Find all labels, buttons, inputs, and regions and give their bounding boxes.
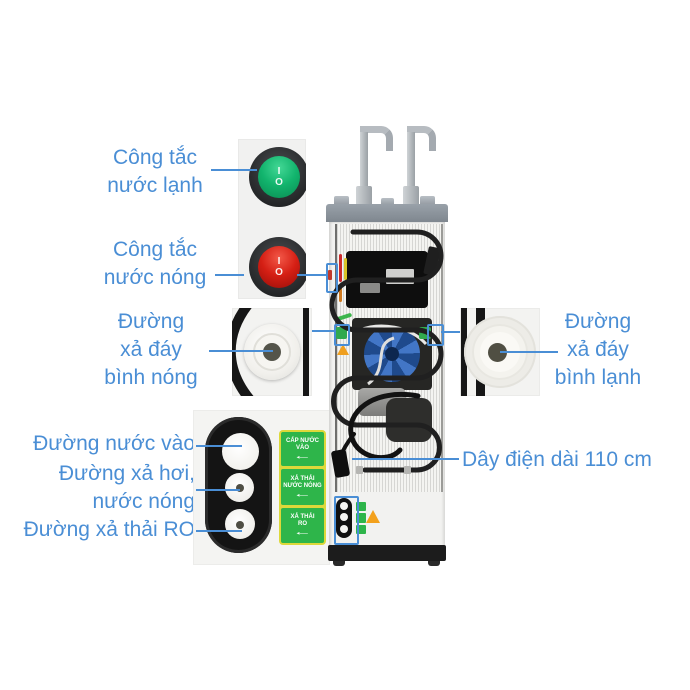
pipe-base-nut <box>403 186 419 208</box>
black-hose-icon <box>232 308 254 396</box>
drain-hole <box>488 343 507 362</box>
yellow-wire <box>344 258 347 280</box>
panel-edge-strip <box>303 308 309 396</box>
mount-screw <box>356 466 363 474</box>
dispenser-base <box>328 545 446 561</box>
callout-line-steam-drain <box>196 489 240 491</box>
sticker-ro-waste: XẢ THẢI RO ← <box>281 508 324 543</box>
label-cold-tank-drain-line3: bình lạnh <box>554 366 642 389</box>
label-water-inlet: Đường nước vào <box>33 432 195 455</box>
hot-water-switch: I O <box>249 237 306 297</box>
label-cold-switch: Công tắc nước lạnh <box>92 144 218 200</box>
mini-sticker <box>356 502 366 511</box>
water-inlet-port <box>222 433 259 470</box>
label-hot-tank-drain-line3: bình nóng <box>104 366 198 389</box>
orange-wire <box>339 286 342 302</box>
switch-on-mark: I <box>277 256 281 267</box>
callout-line-power-cord <box>352 458 459 460</box>
sticker-text: RO <box>298 521 307 527</box>
sticker-text: XẢ THẢI <box>290 475 315 482</box>
ro-waste-hole <box>236 521 244 529</box>
sticker-text: XẢ THẢI <box>290 514 315 520</box>
tank-cap <box>381 198 394 208</box>
hot-switch-rocker: I O <box>258 246 300 288</box>
highlight-rect-connection-plate <box>334 496 359 545</box>
dispenser-top-band <box>326 204 448 222</box>
label-steam-drain: Đường xả hơi, nước nóng <box>0 460 195 516</box>
sticker-text: VÀO <box>295 444 309 451</box>
hot-tank-drain-photo <box>232 308 312 396</box>
label-cold-switch-line2: nước lạnh <box>107 174 203 197</box>
label-hot-switch: Công tắc nước nóng <box>92 236 218 292</box>
switch-off-mark: O <box>275 267 283 278</box>
label-steam-drain-line1: Đường xả hơi, <box>58 462 195 485</box>
label-power-cord: Dây điện dài 110 cm <box>462 448 652 471</box>
label-hot-switch-line2: nước nóng <box>103 266 207 289</box>
label-ro-waste: Đường xả thải RO <box>23 518 195 541</box>
switch-panel-photo: I O I O <box>238 139 306 299</box>
switch-on-mark: I <box>277 166 281 177</box>
highlight-rect-hot-switch <box>326 263 338 293</box>
warning-triangle-icon <box>366 510 380 523</box>
cold-switch-rocker: I O <box>258 156 300 198</box>
rear-label-sticker-block: CẤP NƯỚC VÀO ← XẢ THẢI NƯỚC NÓNG ← XẢ TH… <box>279 430 326 545</box>
red-wire <box>339 254 342 282</box>
callout-line-water-inlet <box>196 445 242 447</box>
callout-line-hot-switch-right <box>297 274 328 276</box>
left-arrow-icon: ← <box>293 449 312 462</box>
cold-faucet-pipe-hook <box>407 126 436 151</box>
callout-line-cold-tank-drain <box>500 351 558 353</box>
callout-line-cold-tank-to-body <box>441 331 460 333</box>
power-cord <box>338 392 421 461</box>
condenser-coil <box>329 229 444 473</box>
switch-off-mark: O <box>275 177 283 188</box>
steam-drain-hole <box>236 484 244 492</box>
body-hot-switch <box>328 270 332 280</box>
label-steam-drain-line2: nước nóng <box>92 490 195 513</box>
hot-tank-drain-fitting <box>336 327 347 339</box>
drain-hole <box>263 343 281 361</box>
highlight-rect-hot-tank-fitting <box>334 324 350 346</box>
label-cold-tank-drain-line2: xả đáy <box>567 338 629 361</box>
mini-sticker <box>356 513 366 523</box>
pipe-base-nut <box>356 186 372 208</box>
label-cold-tank-drain-line1: Đường <box>564 310 632 333</box>
label-cold-switch-line1: Công tắc <box>112 146 198 169</box>
sticker-text: CẤP NƯỚC <box>286 437 319 444</box>
left-arrow-icon: ← <box>293 526 312 538</box>
mini-sticker <box>356 525 366 534</box>
label-hot-tank-drain-line2: xả đáy <box>120 338 182 361</box>
foot <box>428 561 440 566</box>
hot-faucet-pipe-hook <box>360 126 393 151</box>
fan-hub <box>385 347 399 361</box>
cold-faucet-pipe <box>407 132 415 190</box>
callout-line-cold-switch <box>211 169 257 171</box>
sticker-water-inlet: CẤP NƯỚC VÀO ← <box>281 432 324 466</box>
sticker-text: NƯỚC NÓNG <box>283 482 322 489</box>
connection-plate-photo: CẤP NƯỚC VÀO ← XẢ THẢI NƯỚC NÓNG ← XẢ TH… <box>193 410 330 565</box>
body-port <box>340 502 348 510</box>
callout-line-hot-tank-to-body <box>312 330 336 332</box>
body-port <box>340 513 348 521</box>
mount-screw <box>404 466 411 474</box>
compressor-body <box>386 398 432 442</box>
callout-line-ro-waste <box>196 530 242 532</box>
foot <box>333 561 345 566</box>
left-arrow-icon: ← <box>293 487 312 500</box>
label-hot-tank-drain: Đường xả đáy bình nóng <box>95 308 207 392</box>
callout-line-hot-switch-left <box>215 274 244 276</box>
label-hot-switch-line1: Công tắc <box>112 238 198 261</box>
body-port <box>340 525 348 533</box>
sticker-hot-waste: XẢ THẢI NƯỚC NÓNG ← <box>281 469 324 505</box>
control-box-label <box>360 283 380 293</box>
hot-faucet-pipe <box>360 132 368 190</box>
cold-water-switch: I O <box>249 147 306 207</box>
callout-line-hot-tank-drain <box>209 350 273 352</box>
label-cold-tank-drain: Đường xả đáy bình lạnh <box>543 308 653 392</box>
label-hot-tank-drain-line1: Đường <box>117 310 185 333</box>
highlight-rect-cold-tank-fitting <box>427 324 444 346</box>
warning-triangle-icon <box>337 344 349 355</box>
